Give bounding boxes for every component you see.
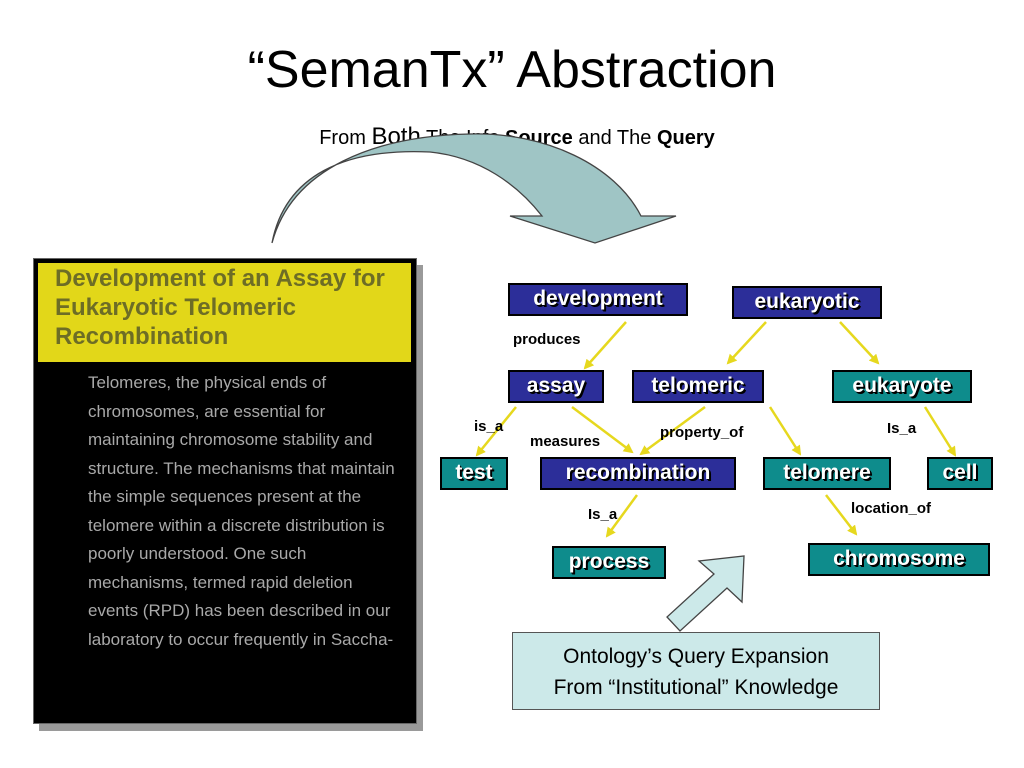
node-recombination: recombination (540, 457, 736, 490)
edge-eukaryotic-eukaryote (839, 321, 880, 365)
node-eukaryote: eukaryote (832, 370, 972, 403)
node-process: process (552, 546, 666, 579)
node-eukaryotic: eukaryotic (732, 286, 882, 319)
edge-telomeric-telomere (768, 406, 802, 456)
document-title: Development of an Assay for Eukaryotic T… (55, 265, 385, 350)
slide-title: “SemanTx” Abstraction (247, 41, 777, 99)
edge-is-a-cell (923, 406, 957, 457)
ontology-query-expansion-box: Ontology’s Query Expansion From “Institu… (512, 632, 880, 710)
node-assay: assay (508, 370, 604, 403)
edge-eukaryotic-telomeric (726, 321, 767, 365)
edge-label-property-of: property_of (660, 424, 744, 441)
edge-is-a-process (605, 494, 639, 538)
node-telomeric: telomeric (632, 370, 764, 403)
node-development: development (508, 283, 688, 316)
ontology-line-1: Ontology’s Query Expansion (563, 645, 829, 668)
curved-abstraction-arrow (271, 133, 677, 244)
node-telomere: telomere (763, 457, 891, 490)
document-body: Telomeres, the physical ends of chromoso… (88, 373, 395, 649)
node-cell: cell (927, 457, 993, 490)
edge-label-is-a: is_a (474, 418, 504, 435)
edge-label-is-a-cell: Is_a (887, 420, 917, 437)
edge-label-location-of: location_of (851, 500, 932, 517)
edge-label-is-a-process: Is_a (588, 506, 618, 523)
query-expansion-arrow (666, 555, 745, 632)
edge-property-of (639, 405, 706, 456)
slide-subtitle: From Both The Info Source and The Query (319, 123, 715, 150)
node-test: test (440, 457, 508, 490)
ontology-line-2: From “Institutional” Knowledge (553, 676, 839, 699)
edge-location-of (825, 494, 858, 536)
edge-is-a (475, 406, 517, 457)
edge-label-produces: produces (513, 331, 581, 348)
edge-produces (583, 321, 627, 370)
edge-label-measures: measures (530, 433, 601, 450)
edge-measures (571, 406, 634, 454)
node-chromosome: chromosome (808, 543, 990, 576)
document-title-bar (38, 263, 411, 362)
